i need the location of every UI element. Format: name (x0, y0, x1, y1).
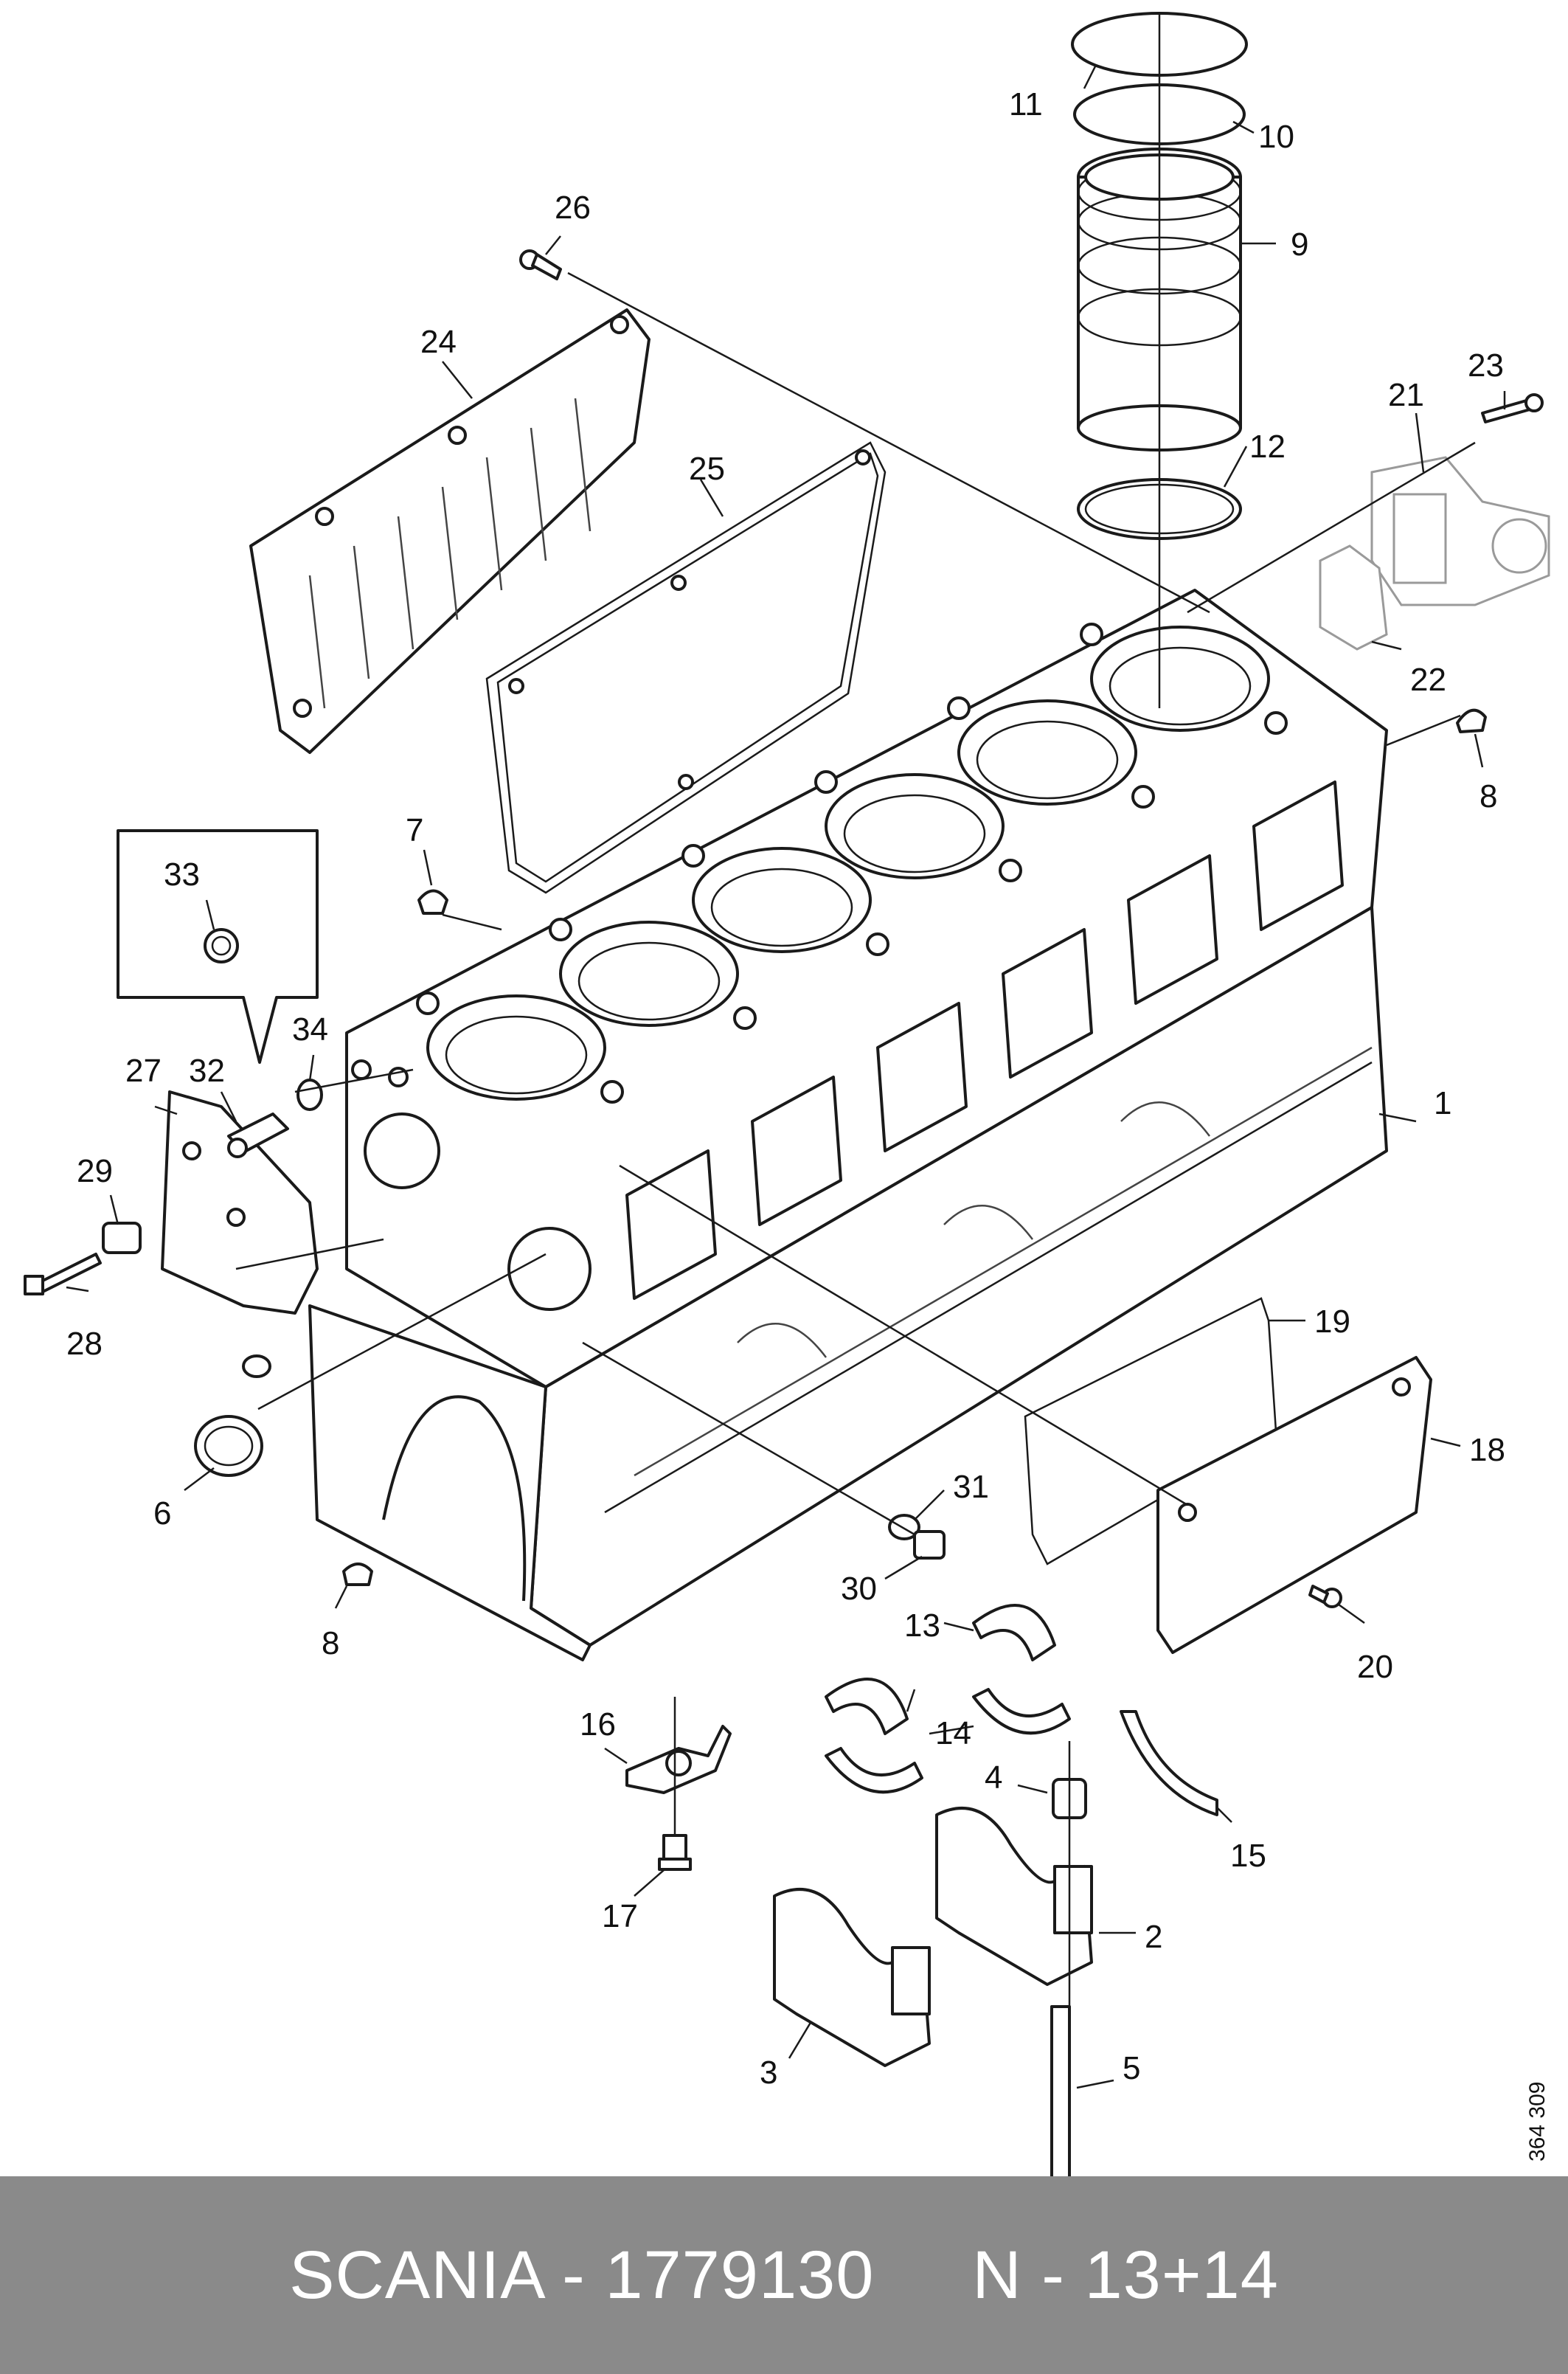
callout-24: 24 (420, 324, 457, 360)
callout-8-lower: 8 (322, 1625, 339, 1661)
seal-6 (194, 1415, 263, 1477)
callout-27: 27 (125, 1053, 162, 1089)
washer-small (242, 1354, 271, 1378)
callout-8-upper: 8 (1479, 778, 1497, 814)
main-bearing-cap-2 (935, 1807, 1093, 1986)
callout-32: 32 (189, 1053, 225, 1089)
callout-23: 23 (1468, 347, 1504, 384)
brand-name: SCANIA (289, 2237, 543, 2313)
side-windows (625, 781, 1344, 1300)
callout-14: 14 (935, 1715, 971, 1751)
piston-cooling-nozzle (625, 1725, 732, 1794)
screw-23 (1481, 393, 1544, 423)
callout-30: 30 (841, 1571, 877, 1607)
thermostat-housing (1370, 456, 1550, 606)
callout-5: 5 (1123, 2050, 1140, 2086)
oil-cooler-gasket (485, 441, 887, 894)
bolt-17 (658, 1834, 692, 1871)
housing-gasket-22 (1319, 544, 1388, 651)
callout-34: 34 (292, 1011, 328, 1048)
quantity-note: N - 13+14 (972, 2237, 1279, 2313)
callout-26: 26 (555, 190, 591, 226)
callout-20: 20 (1357, 1649, 1393, 1685)
screw-26 (519, 249, 562, 280)
callout-13: 13 (904, 1608, 940, 1644)
detail-inset (117, 829, 319, 1064)
bearing-shells (825, 1604, 1071, 1794)
footer-text: SCANIA - 1779130 N - 13+14 (289, 2237, 1279, 2314)
callout-2: 2 (1145, 1919, 1162, 1955)
thrust-washer-15 (1120, 1710, 1218, 1816)
callout-3: 3 (760, 2055, 777, 2091)
callout-18: 18 (1469, 1432, 1505, 1468)
callout-33: 33 (164, 856, 200, 893)
footer-bar: SCANIA - 1779130 N - 13+14 (0, 2176, 1568, 2374)
callout-9: 9 (1291, 226, 1308, 263)
main-bearing-bolt-5 (1050, 2005, 1071, 2176)
spacer (874, 2238, 972, 2313)
fitting-32 (227, 1112, 289, 1158)
deck-bolt-holes (416, 623, 1288, 1104)
drawing-number: 364 309 (1525, 2082, 1550, 2162)
assembly-lines (235, 271, 1476, 1536)
callout-6: 6 (153, 1495, 171, 1532)
callout-29: 29 (77, 1153, 113, 1189)
callout-1: 1 (1434, 1085, 1451, 1121)
plug-30 (913, 1530, 946, 1560)
plug-7 (417, 889, 448, 915)
plug-8-upper (1456, 708, 1487, 733)
callout-7: 7 (406, 812, 423, 848)
oil-cooler-housing (249, 308, 651, 754)
callout-16: 16 (580, 1706, 616, 1743)
callout-17: 17 (602, 1898, 638, 1934)
callout-25: 25 (689, 451, 725, 487)
front-bracket (161, 1090, 319, 1315)
callout-28: 28 (66, 1326, 103, 1362)
callout-11: 11 (1009, 86, 1043, 122)
callout-12: 12 (1249, 429, 1286, 465)
engine-block (308, 589, 1388, 1661)
callout-21: 21 (1388, 377, 1424, 413)
main-bearing-cap-3 (773, 1888, 931, 2067)
callout-4: 4 (985, 1759, 1002, 1796)
callout-labels: 1 2 3 4 5 6 7 8 8 9 10 11 12 13 14 15 16… (66, 86, 1505, 2091)
callout-15: 15 (1230, 1838, 1266, 1874)
side-cover-18 (1156, 1356, 1432, 1654)
bolt-28 (24, 1253, 102, 1295)
plug-8-lower (342, 1563, 373, 1586)
separator: - (542, 2237, 606, 2313)
cylinder-bores (426, 626, 1270, 1101)
callout-10: 10 (1258, 119, 1294, 155)
callout-22: 22 (1410, 662, 1446, 698)
spacer-sleeve-29 (102, 1222, 142, 1254)
callout-31: 31 (953, 1469, 989, 1505)
exploded-parts-diagram: 1 2 3 4 5 6 7 8 8 9 10 11 12 13 14 15 16… (24, 12, 1550, 2176)
washer-34 (296, 1079, 323, 1111)
screw-20 (1308, 1585, 1342, 1608)
callout-19: 19 (1314, 1304, 1350, 1340)
callout-leaders (66, 66, 1506, 2089)
part-number: 1779130 (605, 2237, 875, 2313)
